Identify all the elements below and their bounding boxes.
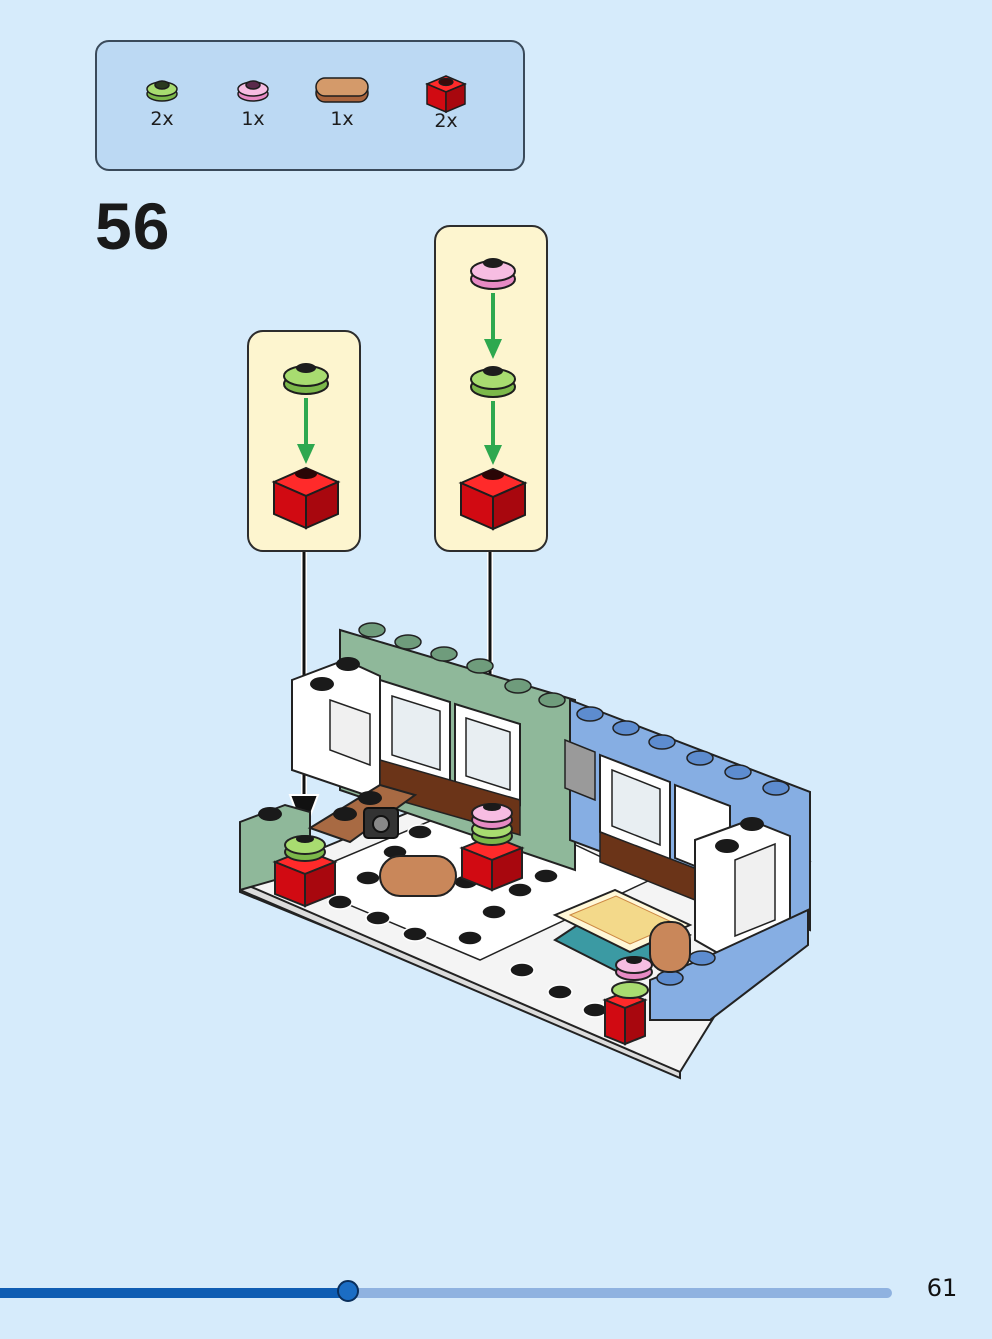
sub-assembly-2-drawing (458, 258, 528, 531)
floor-studs (327, 824, 608, 1018)
part-pink-flower-plate: 1x (218, 72, 288, 130)
sub-assembly-callout-1 (247, 330, 361, 552)
red-brick-icon (425, 75, 467, 114)
placed-brick-middle (459, 803, 525, 892)
pink-flower-plate-icon (470, 258, 516, 290)
green-wall-studs (358, 622, 566, 708)
pink-flower-plate-icon (237, 80, 269, 102)
part-green-flower-plate: 2x (127, 72, 197, 130)
progress-fill (0, 1288, 348, 1298)
sub-assembly-callout-2 (434, 225, 548, 552)
green-flower-plate-icon (146, 80, 178, 102)
green-flower-plate-icon (470, 366, 516, 398)
part-tan-tile: 1x (307, 72, 377, 130)
part-qty: 1x (241, 108, 265, 130)
placed-brick-front-right (602, 956, 653, 1046)
blue-wall-studs (576, 706, 790, 796)
placed-brick-left (272, 835, 338, 908)
page-number: 61 (926, 1274, 958, 1302)
green-flower-plate-icon (283, 363, 329, 395)
tan-tile-icon (315, 77, 369, 103)
part-qty: 2x (150, 108, 174, 130)
step-number: 56 (95, 189, 171, 263)
part-qty: 1x (330, 108, 354, 130)
model-illustration (239, 622, 812, 1080)
parts-list-box: 2x 1x 1x 2x (95, 40, 525, 171)
red-brick-icon (458, 467, 528, 531)
sub-assembly-1-drawing (271, 363, 341, 530)
part-qty: 2x (434, 110, 458, 132)
progress-knob (336, 1280, 359, 1302)
progress-bar (0, 1280, 892, 1302)
red-brick-icon (271, 466, 341, 530)
part-red-brick: 2x (411, 70, 481, 132)
